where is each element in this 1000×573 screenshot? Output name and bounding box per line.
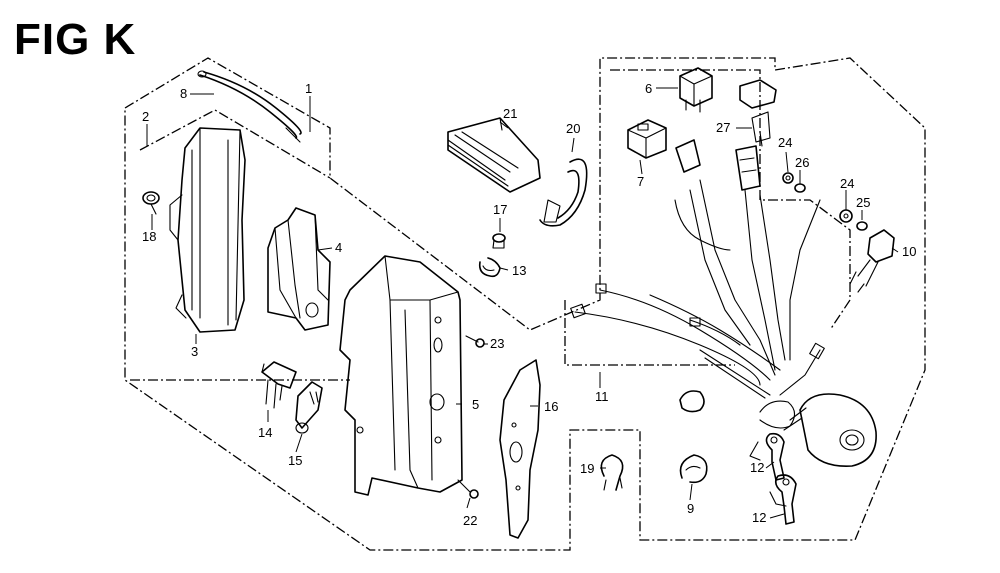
- part-11-harness: [570, 179, 825, 399]
- part-18-bolt: [142, 191, 160, 215]
- part-12-key-upper: [749, 432, 785, 481]
- callout-23: 23: [490, 336, 504, 351]
- callout-3: 3: [191, 344, 198, 359]
- callout-17: 17: [493, 202, 507, 217]
- part-21-module: [447, 117, 541, 193]
- harness-connectors: [675, 139, 761, 191]
- part-20-clamp: [539, 158, 588, 227]
- callout-25: 25: [856, 195, 870, 210]
- part-15-connector: [295, 381, 323, 434]
- assembly-boundaries: [124, 57, 926, 551]
- callout-8: 8: [180, 86, 187, 101]
- callout-22: 22: [463, 513, 477, 528]
- callout-10: 10: [902, 244, 916, 259]
- callout-24a: 24: [778, 135, 792, 150]
- part-10-plug: [849, 229, 895, 293]
- callout-labels: 1 2 3 4 5 6 7 8 9 10 11 12 12 13 14 15 1…: [142, 81, 916, 528]
- part-4-bracket: [267, 207, 331, 331]
- part-19-clamp: [600, 454, 624, 491]
- key-switch: [759, 393, 877, 467]
- part-13-clip: [478, 257, 501, 278]
- callout-4: 4: [335, 240, 342, 255]
- part-25-washer: [856, 221, 868, 231]
- part-12-key-lower: [769, 474, 797, 525]
- part-8-cable: [197, 70, 302, 143]
- callout-18: 18: [142, 229, 156, 244]
- callout-6: 6: [645, 81, 652, 96]
- callout-9: 9: [687, 501, 694, 516]
- part-22-screw: [457, 479, 479, 499]
- callout-24b: 24: [840, 176, 854, 191]
- part-27-fuse-holder: [739, 79, 777, 147]
- part-23-screw: [465, 335, 485, 348]
- part-3-control-cover: [169, 127, 246, 333]
- part-24-nut-upper: [782, 172, 794, 184]
- part-9-clip: [679, 390, 708, 484]
- callout-11: 11: [595, 389, 609, 404]
- part-14-switch: [261, 361, 297, 409]
- callout-7: 7: [637, 174, 644, 189]
- callout-12b: 12: [752, 510, 766, 525]
- part-24-nut-lower: [839, 209, 853, 223]
- part-16-gasket: [499, 359, 541, 539]
- figure-title: FIG K: [14, 15, 137, 64]
- callout-21: 21: [503, 106, 517, 121]
- part-6-relay: [679, 67, 713, 113]
- callout-26: 26: [795, 155, 809, 170]
- callout-5: 5: [472, 397, 479, 412]
- part-7-terminal: [627, 119, 667, 159]
- callout-14: 14: [258, 425, 272, 440]
- callout-13: 13: [512, 263, 526, 278]
- callout-12a: 12: [750, 460, 764, 475]
- callout-15: 15: [288, 453, 302, 468]
- callout-2: 2: [142, 109, 149, 124]
- part-26-washer: [794, 183, 806, 193]
- callout-1: 1: [305, 81, 312, 96]
- callout-27: 27: [716, 120, 730, 135]
- callout-20: 20: [566, 121, 580, 136]
- leader-lines: [146, 87, 899, 519]
- part-17-screw: [492, 233, 506, 249]
- part-5-control-housing: [339, 255, 463, 496]
- callout-19: 19: [580, 461, 594, 476]
- callout-16: 16: [544, 399, 558, 414]
